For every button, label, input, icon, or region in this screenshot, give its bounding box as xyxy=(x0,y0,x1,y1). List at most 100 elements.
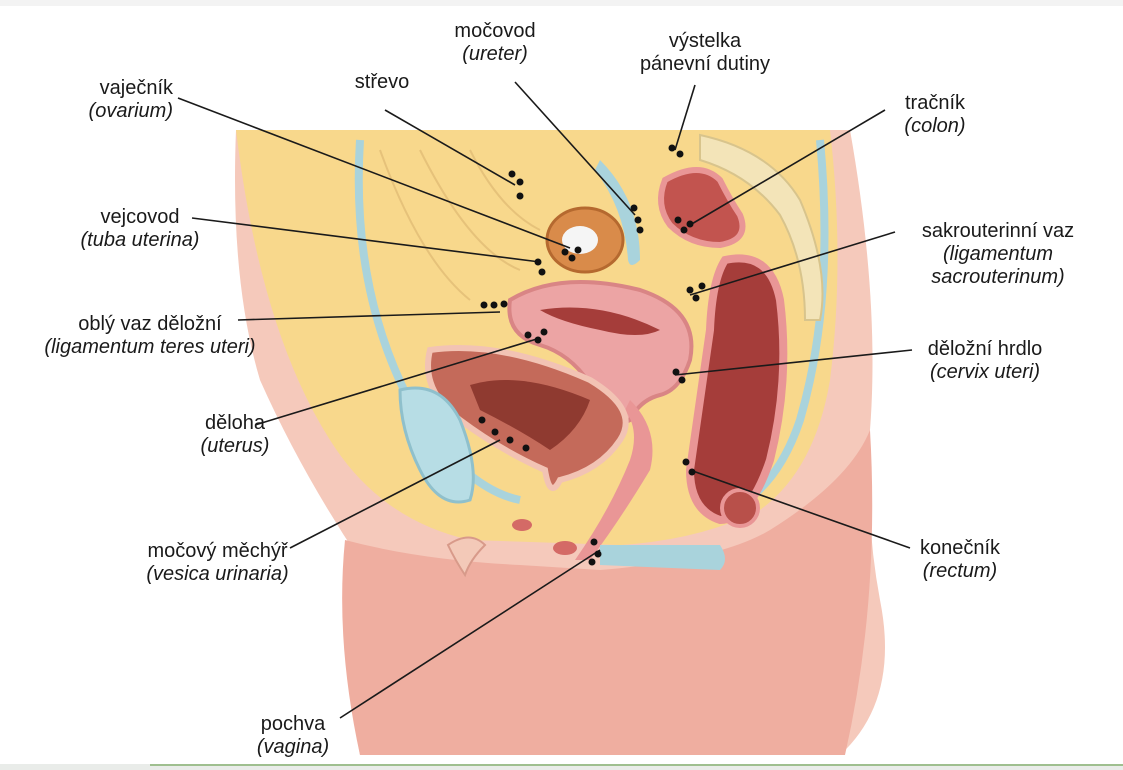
colon xyxy=(658,167,746,249)
label-czech: střevo xyxy=(354,71,410,93)
label-pochva: pochva (vagina) xyxy=(238,713,348,759)
marker-dot xyxy=(506,436,514,444)
vaginal-opening xyxy=(553,541,577,555)
leader-sakro xyxy=(689,231,896,296)
marker-dot xyxy=(568,254,576,262)
marker-dot xyxy=(574,246,582,254)
anus xyxy=(720,488,760,528)
marker-dot xyxy=(636,226,644,234)
marker-dot xyxy=(680,226,688,234)
marker-dot xyxy=(674,216,682,224)
marker-dot xyxy=(491,428,499,436)
marker-dot xyxy=(678,376,686,384)
marker-dot xyxy=(672,368,680,376)
label-czech: vaječník xyxy=(99,77,173,99)
marker-dot xyxy=(478,416,486,424)
marker-dot xyxy=(686,286,694,294)
leader-hrdlo xyxy=(674,349,913,376)
label-czech: děloha xyxy=(204,412,266,434)
marker-dot xyxy=(692,294,700,302)
uterus xyxy=(507,280,694,433)
leader-vystelka xyxy=(674,84,696,151)
label-latin: (uterus) xyxy=(200,435,270,457)
label-czech: tračník xyxy=(904,92,966,114)
marker-dot xyxy=(590,538,598,546)
leader-vajecnik xyxy=(177,97,571,249)
leader-deloha xyxy=(254,337,541,426)
leader-mechyr xyxy=(289,439,501,549)
label-sakro: sakrouterinní vaz (ligamentum sacrouteri… xyxy=(898,220,1098,289)
leader-konecnik xyxy=(689,469,911,549)
leader-mocovod xyxy=(514,81,636,216)
marker-dot xyxy=(594,550,602,558)
marker-dot xyxy=(538,268,546,276)
bottom-accent-line xyxy=(150,764,1123,766)
label-latin: (tuba uterina) xyxy=(80,229,200,251)
label-latin: (colon) xyxy=(904,115,966,137)
label-czech: děložní hrdlo xyxy=(927,338,1043,360)
label-czech: močovod xyxy=(454,20,536,42)
marker-dot xyxy=(688,468,696,476)
marker-dot xyxy=(508,170,516,178)
leader-pochva xyxy=(339,549,601,719)
label-latin: (ovarium) xyxy=(88,100,173,122)
marker-dot xyxy=(516,192,524,200)
label-mechyr: močový měchýř (vesica urinaria) xyxy=(125,540,310,586)
label-latin-2: sacrouterinum) xyxy=(931,266,1065,288)
labia xyxy=(446,536,487,578)
label-latin: (ligamentum teres uteri) xyxy=(44,336,256,358)
marker-dot xyxy=(588,558,596,566)
uterine-cavity xyxy=(540,307,660,335)
marker-dot xyxy=(668,144,676,152)
label-latin: (cervix uteri) xyxy=(929,361,1040,383)
marker-dot xyxy=(698,282,706,290)
label-vejcovod: vejcovod (tuba uterina) xyxy=(60,206,220,252)
label-latin: (vesica urinaria) xyxy=(146,563,289,585)
leader-strevo xyxy=(384,109,516,186)
marker-dot xyxy=(500,300,508,308)
label-mocovod: močovod (ureter) xyxy=(440,20,550,66)
leader-tracnik xyxy=(689,109,886,226)
label-czech: výstelka xyxy=(668,30,742,52)
top-edge-bar xyxy=(0,0,1123,6)
marker-dot xyxy=(630,204,638,212)
body-lower-skin xyxy=(342,430,873,755)
label-czech: vejcovod xyxy=(100,206,180,228)
label-czech: oblý vaz děložní xyxy=(78,313,222,335)
label-latin: (ligamentum xyxy=(942,243,1054,265)
marker-dot xyxy=(634,216,642,224)
label-czech-2: pánevní dutiny xyxy=(639,53,771,75)
rectum xyxy=(685,254,788,525)
ovary-inner xyxy=(562,226,598,254)
label-vajecnik: vaječník (ovarium) xyxy=(89,77,173,123)
label-hrdlo: děložní hrdlo (cervix uteri) xyxy=(905,338,1065,384)
label-czech: konečník xyxy=(919,537,1001,559)
label-czech: pochva xyxy=(260,713,326,735)
marker-dot xyxy=(480,301,488,309)
marker-dot xyxy=(540,328,548,336)
label-konecnik: konečník (rectum) xyxy=(905,537,1015,583)
vagina xyxy=(575,400,653,560)
marker-dot xyxy=(490,301,498,309)
urethra-opening xyxy=(512,519,532,531)
bottom-edge-bar xyxy=(0,764,1123,770)
label-strevo: střevo xyxy=(342,71,422,94)
label-latin: (ureter) xyxy=(462,43,528,65)
peritoneum-back xyxy=(737,139,829,509)
label-tracnik: tračník (colon) xyxy=(880,92,990,138)
marker-dot xyxy=(561,248,569,256)
label-deloha: děloha (uterus) xyxy=(185,412,285,458)
bladder-lining xyxy=(470,380,590,450)
marker-dot xyxy=(516,178,524,186)
marker-dot xyxy=(534,336,542,344)
label-oblyvaz: oblý vaz děložní (ligamentum teres uteri… xyxy=(20,313,280,359)
marker-dot xyxy=(686,220,694,228)
label-czech: močový měchýř xyxy=(147,540,288,562)
label-czech: sakrouterinní vaz xyxy=(921,220,1075,242)
ureter xyxy=(595,160,640,265)
pubic-bone xyxy=(398,386,475,504)
marker-dot xyxy=(522,444,530,452)
perineum-band xyxy=(600,545,725,570)
label-latin: (vagina) xyxy=(256,736,330,758)
